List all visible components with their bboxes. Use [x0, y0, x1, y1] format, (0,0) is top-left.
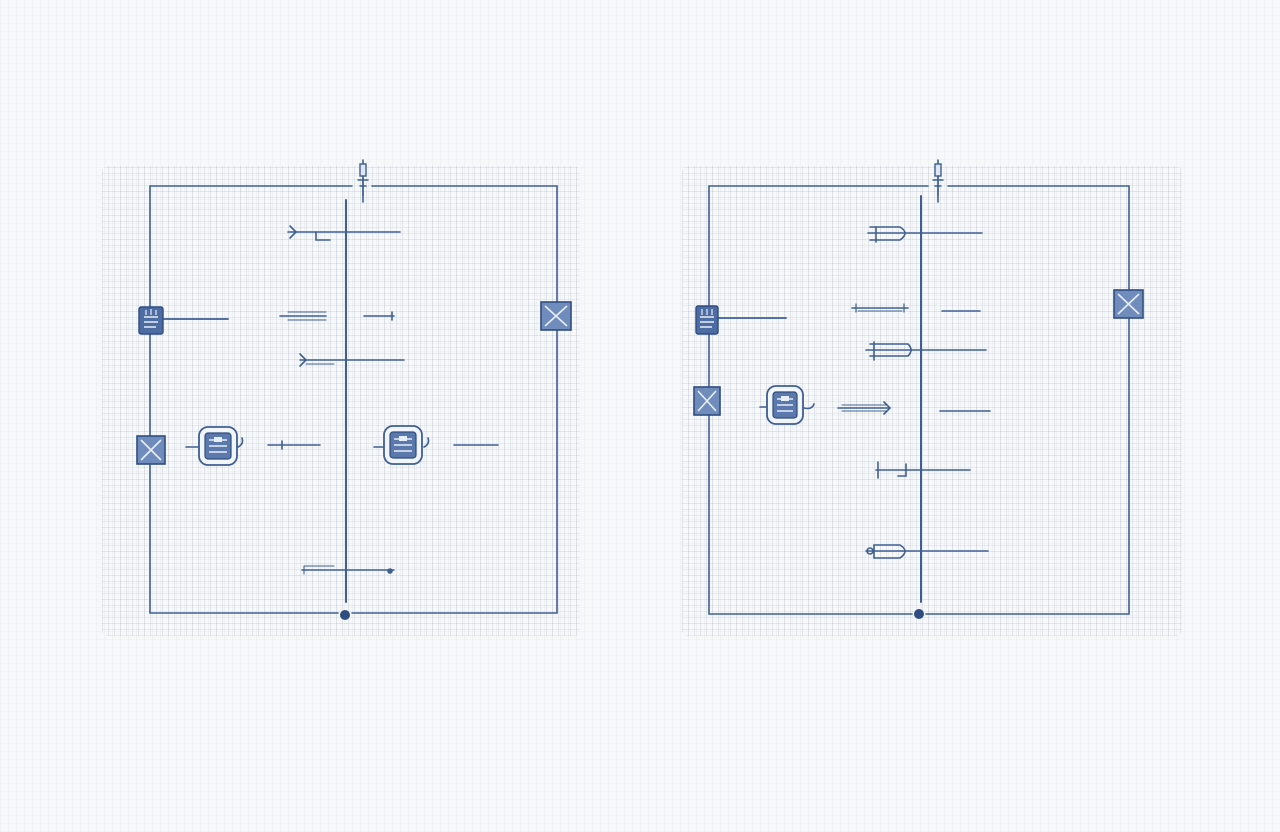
right-grid-field — [682, 166, 1182, 636]
terminal-dot-icon[interactable] — [914, 609, 924, 619]
left-panel-frame — [149, 185, 558, 614]
left-panel — [149, 159, 558, 620]
plug-connector-icon[interactable] — [932, 159, 944, 203]
right-branch-3[interactable] — [865, 341, 987, 361]
device-icon[interactable] — [383, 425, 423, 465]
left-branch-3[interactable] — [299, 353, 405, 367]
device-icon[interactable] — [766, 385, 804, 425]
cross-box-icon[interactable] — [136, 435, 166, 465]
left-branch-1[interactable] — [287, 225, 401, 241]
device-icon[interactable] — [198, 426, 238, 466]
cross-box-icon[interactable] — [1113, 289, 1144, 319]
cross-box-icon[interactable] — [693, 386, 721, 416]
right-branch-4[interactable] — [759, 401, 991, 415]
left-branch-5[interactable] — [301, 565, 395, 575]
right-branch-6[interactable] — [865, 544, 989, 559]
left-branch-4[interactable] — [185, 437, 499, 450]
document-icon[interactable] — [695, 305, 719, 335]
terminal-dot-icon[interactable] — [340, 610, 350, 620]
document-icon[interactable] — [138, 306, 164, 335]
right-branch-2[interactable] — [851, 303, 981, 313]
left-branch-2[interactable] — [279, 311, 395, 321]
right-panel — [708, 159, 1130, 619]
plug-connector-icon[interactable] — [357, 159, 369, 203]
right-branch-5[interactable] — [875, 461, 971, 479]
right-branch-1[interactable] — [867, 226, 983, 243]
left-grid-field — [102, 166, 580, 636]
cross-box-icon[interactable] — [540, 301, 572, 331]
